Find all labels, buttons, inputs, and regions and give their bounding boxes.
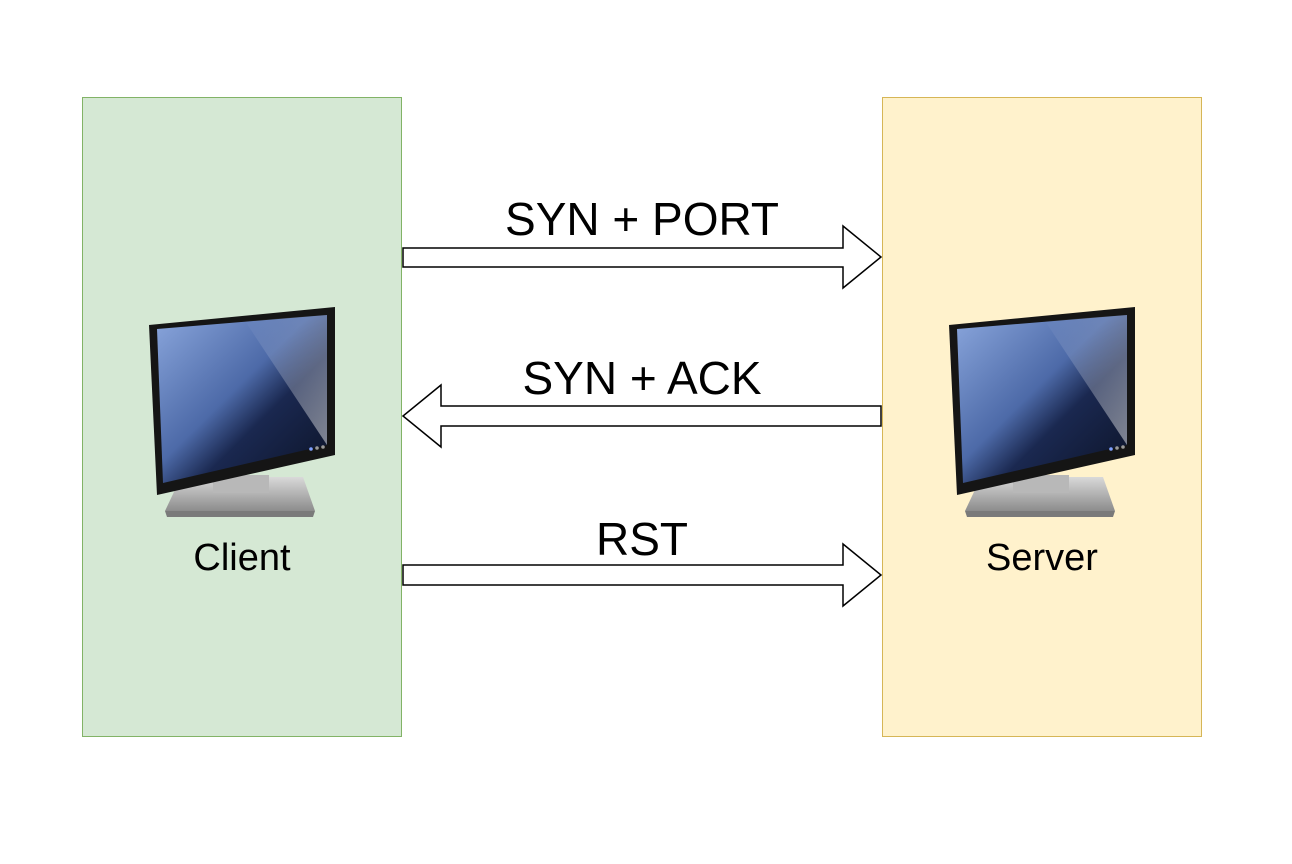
- client-label: Client: [193, 537, 291, 579]
- rst-arrow: [402, 542, 883, 608]
- syn-ack-label: SYN + ACK: [522, 352, 762, 404]
- client-node: Client: [82, 97, 402, 737]
- syn-port-label: SYN + PORT: [505, 193, 779, 245]
- server-node: Server: [882, 97, 1202, 737]
- syn-ack-arrow: [401, 383, 882, 449]
- rst-label: RST: [596, 513, 688, 565]
- server-label: Server: [986, 537, 1098, 579]
- syn-port-arrow: [402, 224, 883, 290]
